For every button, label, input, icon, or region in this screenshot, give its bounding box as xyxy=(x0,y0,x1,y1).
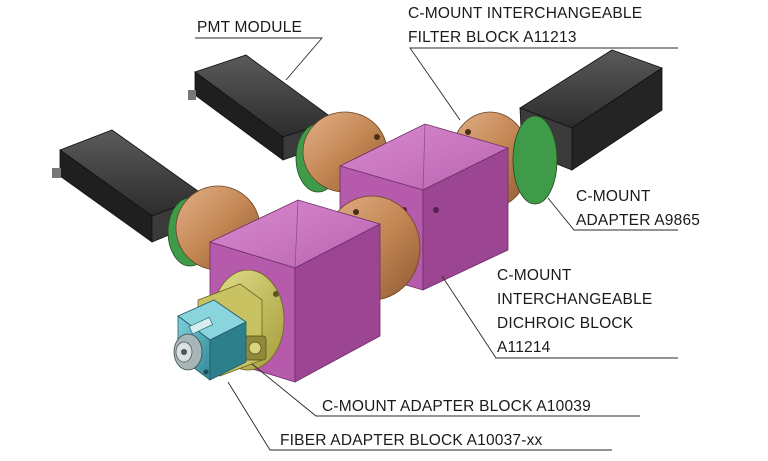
label-cmount-adapter-line2: ADAPTER A9865 xyxy=(576,212,700,229)
label-fiber-adapter-block: FIBER ADAPTER BLOCK A10037-xx xyxy=(280,432,543,449)
label-dichroic-line4: A11214 xyxy=(497,339,551,356)
label-cmount-adapter-line1: C-MOUNT xyxy=(576,188,651,205)
label-dichroic-line2: INTERCHANGEABLE xyxy=(497,291,652,308)
label-filter-block-line1: C-MOUNT INTERCHANGEABLE xyxy=(408,5,642,22)
label-dichroic-line1: C-MOUNT xyxy=(497,267,572,284)
label-filter-block-line2: FILTER BLOCK A11213 xyxy=(408,29,577,46)
leader-lines xyxy=(195,37,678,451)
label-dichroic-line3: DICHROIC BLOCK xyxy=(497,315,634,332)
fiber-adapter-block xyxy=(173,299,247,381)
label-cmount-adapter-block: C-MOUNT ADAPTER BLOCK A10039 xyxy=(322,398,591,415)
label-pmt-module: PMT MODULE xyxy=(197,19,302,36)
